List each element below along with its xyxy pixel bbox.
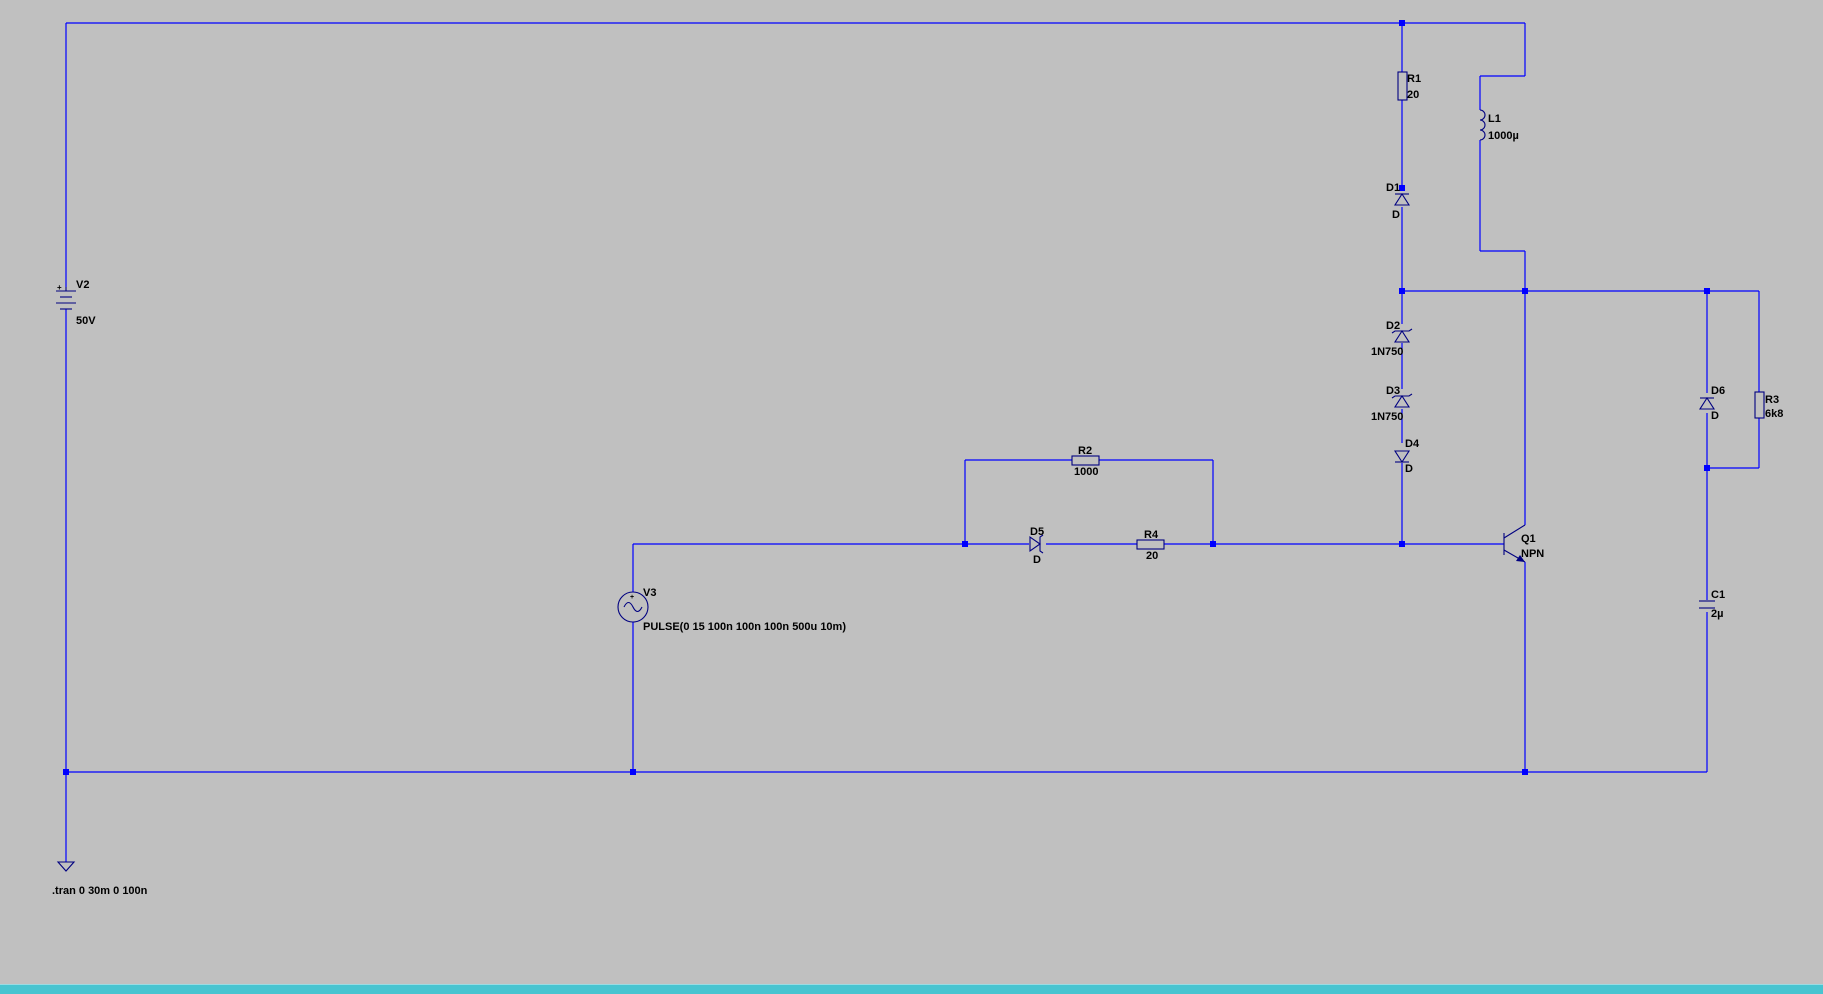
r1-value: 20 <box>1407 89 1419 101</box>
zener-diode-d2[interactable]: D2 1N750 <box>1371 320 1413 358</box>
d6-value: D <box>1711 410 1719 422</box>
d4-value: D <box>1405 463 1413 475</box>
l1-name: L1 <box>1488 113 1501 125</box>
diode-d1[interactable]: D1 D <box>1386 182 1411 221</box>
d1-value: D <box>1392 209 1400 221</box>
v3-value: PULSE(0 15 100n 100n 100n 500u 10m) <box>643 621 846 633</box>
r1-name: R1 <box>1407 73 1421 85</box>
d3-name: D3 <box>1386 385 1400 397</box>
battery-v2[interactable]: + V2 50V <box>56 279 96 327</box>
inductor-l1[interactable]: L1 1000µ <box>1479 109 1519 142</box>
resistor-r4[interactable]: R4 20 <box>1136 529 1165 562</box>
r3-name: R3 <box>1765 394 1779 406</box>
resistor-r1[interactable]: R1 20 <box>1397 71 1421 101</box>
battery-plus-sign: + <box>57 283 62 292</box>
status-bar <box>0 984 1823 994</box>
r4-value: 20 <box>1146 550 1158 562</box>
d3-value: 1N750 <box>1371 411 1403 423</box>
spice-directive[interactable]: .tran 0 30m 0 100n <box>52 885 148 897</box>
diode-d4[interactable]: D4 D <box>1393 438 1420 475</box>
d6-name: D6 <box>1711 385 1725 397</box>
d5-name: D5 <box>1030 526 1044 538</box>
d4-name: D4 <box>1405 438 1420 450</box>
r2-name: R2 <box>1078 445 1092 457</box>
diode-d6[interactable]: D6 D <box>1698 385 1725 422</box>
v2-value: 50V <box>76 315 96 327</box>
zener-diode-d3[interactable]: D3 1N750 <box>1371 385 1413 423</box>
l1-value: 1000µ <box>1488 130 1519 142</box>
wires <box>65 22 1760 862</box>
transistor-q1[interactable]: Q1 NPN <box>1503 524 1544 563</box>
junctions <box>63 20 1710 775</box>
capacitor-c1[interactable]: C1 2µ <box>1699 589 1725 620</box>
r3-value: 6k8 <box>1765 408 1783 420</box>
r2-value: 1000 <box>1074 466 1098 478</box>
ground-symbol[interactable] <box>56 861 76 872</box>
d1-name: D1 <box>1386 182 1400 194</box>
d2-value: 1N750 <box>1371 346 1403 358</box>
v2-name: V2 <box>76 279 89 291</box>
v3-plus-sign: + <box>630 594 634 601</box>
v3-name: V3 <box>643 587 656 599</box>
c1-value: 2µ <box>1711 608 1723 620</box>
resistor-r2[interactable]: R2 1000 <box>1071 445 1100 478</box>
q1-name: Q1 <box>1521 533 1536 545</box>
c1-name: C1 <box>1711 589 1725 601</box>
diode-d5[interactable]: D5 D <box>1029 526 1044 566</box>
resistor-r3[interactable]: R3 6k8 <box>1754 391 1783 420</box>
r4-name: R4 <box>1144 529 1159 541</box>
d5-value: D <box>1033 554 1041 566</box>
q1-value: NPN <box>1521 548 1544 560</box>
pulse-source-v3[interactable]: + V3 PULSE(0 15 100n 100n 100n 500u 10m) <box>617 587 846 633</box>
d2-name: D2 <box>1386 320 1400 332</box>
